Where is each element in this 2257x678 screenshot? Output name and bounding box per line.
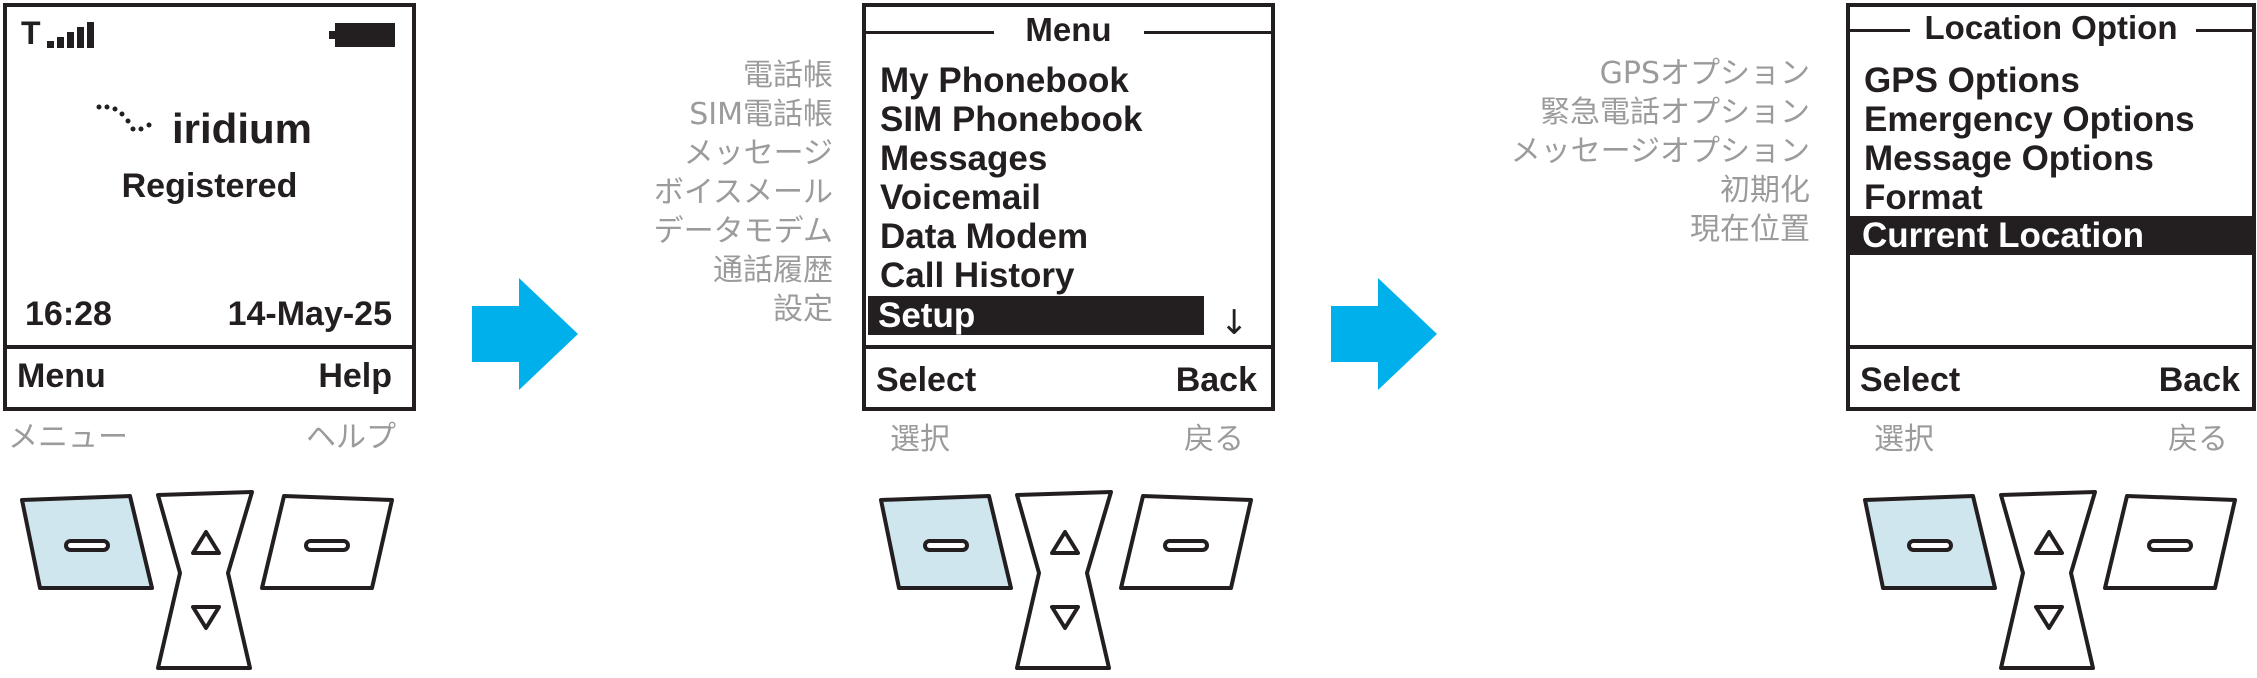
menu-item-emergency-options[interactable]: Emergency Options — [1864, 100, 2195, 139]
jp-softkey-left-label: メニュー — [8, 420, 128, 455]
phone-screen-location-option: Location Option GPS Options Emergency Op… — [1846, 3, 2256, 411]
jp-label: GPSオプション — [1599, 56, 1810, 91]
softkey-divider — [7, 345, 412, 349]
carrier-label: T — [21, 15, 41, 51]
jp-label: メッセージオプション — [1510, 134, 1810, 169]
signal-strength-icon — [47, 22, 94, 48]
iridium-logo-dots-icon — [96, 104, 152, 132]
keypad — [20, 490, 394, 670]
softkey-label-select: Select — [1860, 361, 1961, 399]
minus-icon — [923, 539, 969, 552]
keypad — [879, 490, 1253, 670]
menu-item-call-history[interactable]: Call History — [880, 256, 1075, 295]
scroll-down-icon: ↓ — [1220, 303, 1249, 343]
softkey-label-select: Select — [876, 361, 977, 399]
menu-item-my-phonebook[interactable]: My Phonebook — [880, 61, 1129, 100]
softkey-divider — [1850, 345, 2252, 349]
current-date: 14-May-25 — [227, 295, 392, 333]
phone-screen-home: T iridium Registered 16:28 14-May-25 Men… — [3, 3, 416, 411]
nav-key[interactable] — [1999, 490, 2097, 670]
menu-item-format[interactable]: Format — [1864, 178, 1983, 217]
jp-label: 初期化 — [1720, 173, 1810, 208]
jp-label: 通話履歴 — [713, 253, 833, 288]
menu-item-current-location[interactable]: Current Location — [1850, 216, 2252, 255]
jp-label: SIM電話帳 — [689, 97, 833, 132]
triangle-down-icon — [1050, 605, 1080, 630]
flow-arrow-icon — [1331, 278, 1437, 390]
jp-softkey-right-label: 戻る — [1184, 422, 1244, 457]
phone-screen-menu: Menu My Phonebook SIM Phonebook Messages… — [862, 3, 1275, 411]
nav-key[interactable] — [156, 490, 254, 670]
jp-label: メッセージ — [683, 136, 833, 171]
triangle-up-icon — [1050, 530, 1080, 555]
jp-label: データモデム — [653, 214, 833, 249]
screen-title: Menu — [1025, 11, 1112, 48]
title-rule-right — [2196, 29, 2252, 32]
iridium-logo: iridium — [172, 105, 313, 152]
jp-softkey-right-label: ヘルプ — [306, 420, 396, 455]
jp-softkey-left-label: 選択 — [1874, 422, 1934, 457]
softkey-label-help: Help — [318, 357, 392, 395]
softkey-divider — [866, 345, 1271, 349]
menu-item-sim-phonebook[interactable]: SIM Phonebook — [880, 100, 1143, 139]
menu-item-setup[interactable]: Setup — [868, 296, 1204, 335]
softkey-label-menu: Menu — [17, 357, 106, 395]
minus-icon — [304, 539, 350, 552]
triangle-down-icon — [2034, 605, 2064, 630]
jp-label: 緊急電話オプション — [1540, 95, 1810, 130]
triangle-down-icon — [191, 605, 221, 630]
jp-softkey-right-label: 戻る — [2168, 422, 2228, 457]
softkey-label-back: Back — [2158, 361, 2240, 399]
keypad — [1863, 490, 2237, 670]
menu-item-messages[interactable]: Messages — [880, 139, 1048, 178]
menu-item-data-modem[interactable]: Data Modem — [880, 217, 1089, 256]
clock-time: 16:28 — [25, 295, 112, 333]
jp-label: 設定 — [773, 292, 833, 327]
menu-item-gps-options[interactable]: GPS Options — [1864, 61, 2080, 100]
title-rule-left — [866, 31, 994, 34]
triangle-up-icon — [191, 530, 221, 555]
jp-label: ボイスメール — [653, 175, 833, 210]
jp-label: 電話帳 — [743, 58, 833, 93]
minus-icon — [64, 539, 110, 552]
jp-label: 現在位置 — [1690, 212, 1810, 247]
jp-menu-label-list: 電話帳 SIM電話帳 メッセージ ボイスメール データモデム 通話履歴 設定 — [560, 56, 833, 329]
battery-icon — [329, 23, 395, 47]
minus-icon — [1907, 539, 1953, 552]
nav-key[interactable] — [1015, 490, 1113, 670]
jp-softkey-left-label: 選択 — [890, 422, 950, 457]
screen-title: Location Option — [1924, 9, 2178, 46]
menu-item-voicemail[interactable]: Voicemail — [880, 178, 1041, 217]
menu-item-message-options[interactable]: Message Options — [1864, 139, 2154, 178]
registration-status: Registered — [121, 167, 298, 205]
minus-icon — [2147, 539, 2193, 552]
triangle-up-icon — [2034, 530, 2064, 555]
jp-option-label-list: GPSオプション 緊急電話オプション メッセージオプション 初期化 現在位置 — [1440, 54, 1810, 249]
minus-icon — [1163, 539, 1209, 552]
flow-arrow-icon — [472, 278, 578, 390]
title-rule-left — [1850, 29, 1910, 32]
softkey-label-back: Back — [1175, 361, 1257, 399]
title-rule-right — [1144, 31, 1271, 34]
